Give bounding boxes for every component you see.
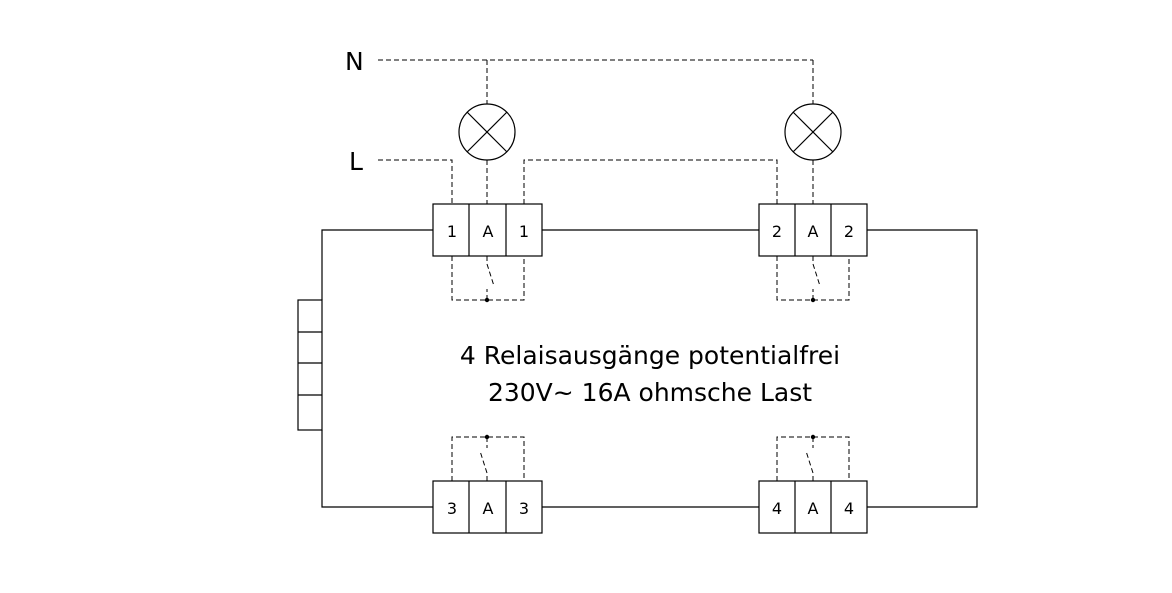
caption-line-1: 4 Relaisausgänge potentialfrei — [460, 341, 840, 370]
relay-1-terminal-common: A — [483, 222, 494, 241]
bus-left-top — [321, 229, 433, 300]
relay-1-terminal-left: 1 — [447, 222, 457, 241]
live-line — [378, 159, 453, 204]
live-label: L — [349, 147, 363, 176]
relay-4-terminal-common: A — [808, 499, 819, 518]
relay-2-terminal-common: A — [808, 222, 819, 241]
bus-connector — [297, 299, 323, 431]
relay-1-terminal-right: 1 — [519, 222, 529, 241]
relay-4-terminal-left: 4 — [772, 499, 782, 518]
relay-4-contact — [776, 434, 850, 481]
bus-wiring — [321, 229, 978, 508]
relay-2-terminal-left: 2 — [772, 222, 782, 241]
relay-3-terminal-right: 3 — [519, 499, 529, 518]
relay-4-terminal-right: 4 — [844, 499, 854, 518]
relay-4-terminal-block: 4 A 4 — [758, 480, 868, 534]
neutral-label: N — [345, 47, 364, 76]
relay-2-contact — [776, 256, 850, 303]
relay-3-terminal-left: 3 — [447, 499, 457, 518]
relay-3-contact — [451, 434, 525, 481]
relay-2-terminal-right: 2 — [844, 222, 854, 241]
bus-right — [867, 229, 978, 508]
relay-2-terminal-block: 2 A 2 — [758, 203, 868, 257]
relay-1-terminal-block: 1 A 1 — [432, 203, 543, 257]
relay-1-contact — [451, 256, 525, 303]
relay-3-terminal-common: A — [483, 499, 494, 518]
bus-left-bottom — [321, 430, 433, 508]
caption-line-2: 230V~ 16A ohmsche Last — [488, 378, 812, 407]
live-bridge-line — [523, 159, 778, 204]
relay-3-terminal-block: 3 A 3 — [432, 480, 543, 534]
supply-wiring — [378, 59, 814, 204]
lamp-1 — [458, 103, 516, 161]
lamp-2 — [784, 103, 842, 161]
